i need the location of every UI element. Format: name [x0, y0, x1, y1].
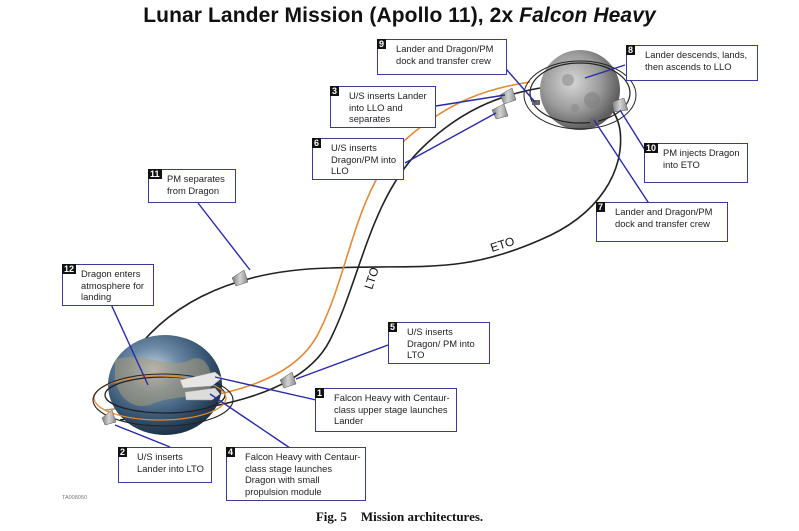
leader-line-11	[197, 202, 251, 271]
callout-8: 8 Lander descends, lands, then ascends t…	[626, 45, 758, 81]
diagram-title: Lunar Lander Mission (Apollo 11), 2x Fal…	[0, 4, 799, 28]
callout-6: 6 U/S inserts Dragon/PM into LLO	[312, 138, 404, 180]
leader-line-10	[619, 109, 646, 151]
callout-1: 1 Falcon Heavy with Centaur-class upper …	[315, 388, 457, 432]
document-id: TA008050	[62, 495, 87, 501]
lto-label: LTO	[362, 265, 382, 290]
leader-line-3	[435, 94, 506, 107]
figure-number: Fig. 5	[315, 509, 347, 524]
callout-text: Dragon enters atmosphere for landing	[81, 268, 145, 302]
callout-number: 12	[62, 264, 77, 274]
callout-text: Lander and Dragon/PM dock and transfer c…	[396, 43, 494, 66]
callout-text: U/S inserts Dragon/ PM into LTO	[407, 326, 475, 360]
leader-line-12	[109, 301, 149, 386]
callout-text: U/S inserts Lander into LTO	[137, 451, 204, 474]
leader-line-5	[295, 344, 389, 380]
callout-number: 6	[312, 138, 322, 148]
dragon-lto-trajectory	[119, 87, 541, 421]
callout-text: Lander descends, lands, then ascends to …	[645, 49, 748, 72]
callout-10: 10 PM injects Dragon into ETO	[644, 143, 748, 183]
title-main: Lunar Lander Mission (Apollo 11), 2x	[143, 4, 520, 27]
callout-text: Falcon Heavy with Centaur-class upper st…	[334, 392, 450, 426]
callout-4: 4 Falcon Heavy with Centaur-class stage …	[226, 447, 366, 501]
callout-text: PM separates from Dragon	[167, 173, 225, 196]
capsule-icon	[499, 87, 517, 105]
capsule-icon	[491, 103, 509, 120]
leader-line-7	[593, 119, 651, 206]
callout-number: 1	[315, 388, 325, 398]
callout-number: 5	[388, 322, 398, 332]
title-italic: Falcon Heavy	[519, 4, 656, 27]
callout-text: Falcon Heavy with Centaur-class stage la…	[245, 451, 361, 497]
lander-icon	[532, 100, 540, 105]
callout-number: 4	[226, 447, 236, 457]
callout-number: 10	[644, 143, 659, 153]
leader-line-6	[404, 112, 497, 164]
leader-line-4	[209, 393, 291, 449]
figure-caption-text: Mission architectures.	[360, 509, 484, 524]
callout-number: 7	[596, 202, 606, 212]
callout-12: 12 Dragon enters atmosphere for landing	[62, 264, 154, 306]
figure-caption: Fig. 5 Mission architectures.	[0, 509, 799, 525]
callout-number: 11	[148, 169, 162, 179]
callout-number: 2	[118, 447, 128, 457]
eto-trajectory	[109, 90, 622, 396]
capsule-icon	[101, 409, 117, 426]
leader-line-1	[214, 376, 317, 401]
callout-text: PM injects Dragon into ETO	[663, 147, 740, 170]
callout-7: 7 Lander and Dragon/PM dock and transfer…	[596, 202, 728, 242]
callout-text: U/S inserts Lander into LLO and separate…	[349, 90, 427, 124]
callout-5: 5 U/S inserts Dragon/ PM into LTO	[388, 322, 490, 364]
callout-number: 8	[626, 45, 636, 55]
callout-9: 9 Lander and Dragon/PM dock and transfer…	[377, 39, 507, 75]
leader-line-2	[114, 424, 171, 448]
callout-text: Lander and Dragon/PM dock and transfer c…	[615, 206, 713, 229]
callout-number: 9	[377, 39, 387, 49]
capsule-icon	[231, 269, 249, 287]
moon	[523, 50, 637, 130]
callout-text: U/S inserts Dragon/PM into LLO	[331, 142, 397, 176]
callout-11: 11 PM separates from Dragon	[148, 169, 236, 203]
callout-2: 2 U/S inserts Lander into LTO	[118, 447, 212, 483]
capsule-icon	[611, 97, 629, 113]
callout-number: 3	[330, 86, 340, 96]
leader-line-8	[584, 64, 626, 79]
callout-3: 3 U/S inserts Lander into LLO and separa…	[330, 86, 436, 128]
capsule-icon	[279, 371, 297, 389]
